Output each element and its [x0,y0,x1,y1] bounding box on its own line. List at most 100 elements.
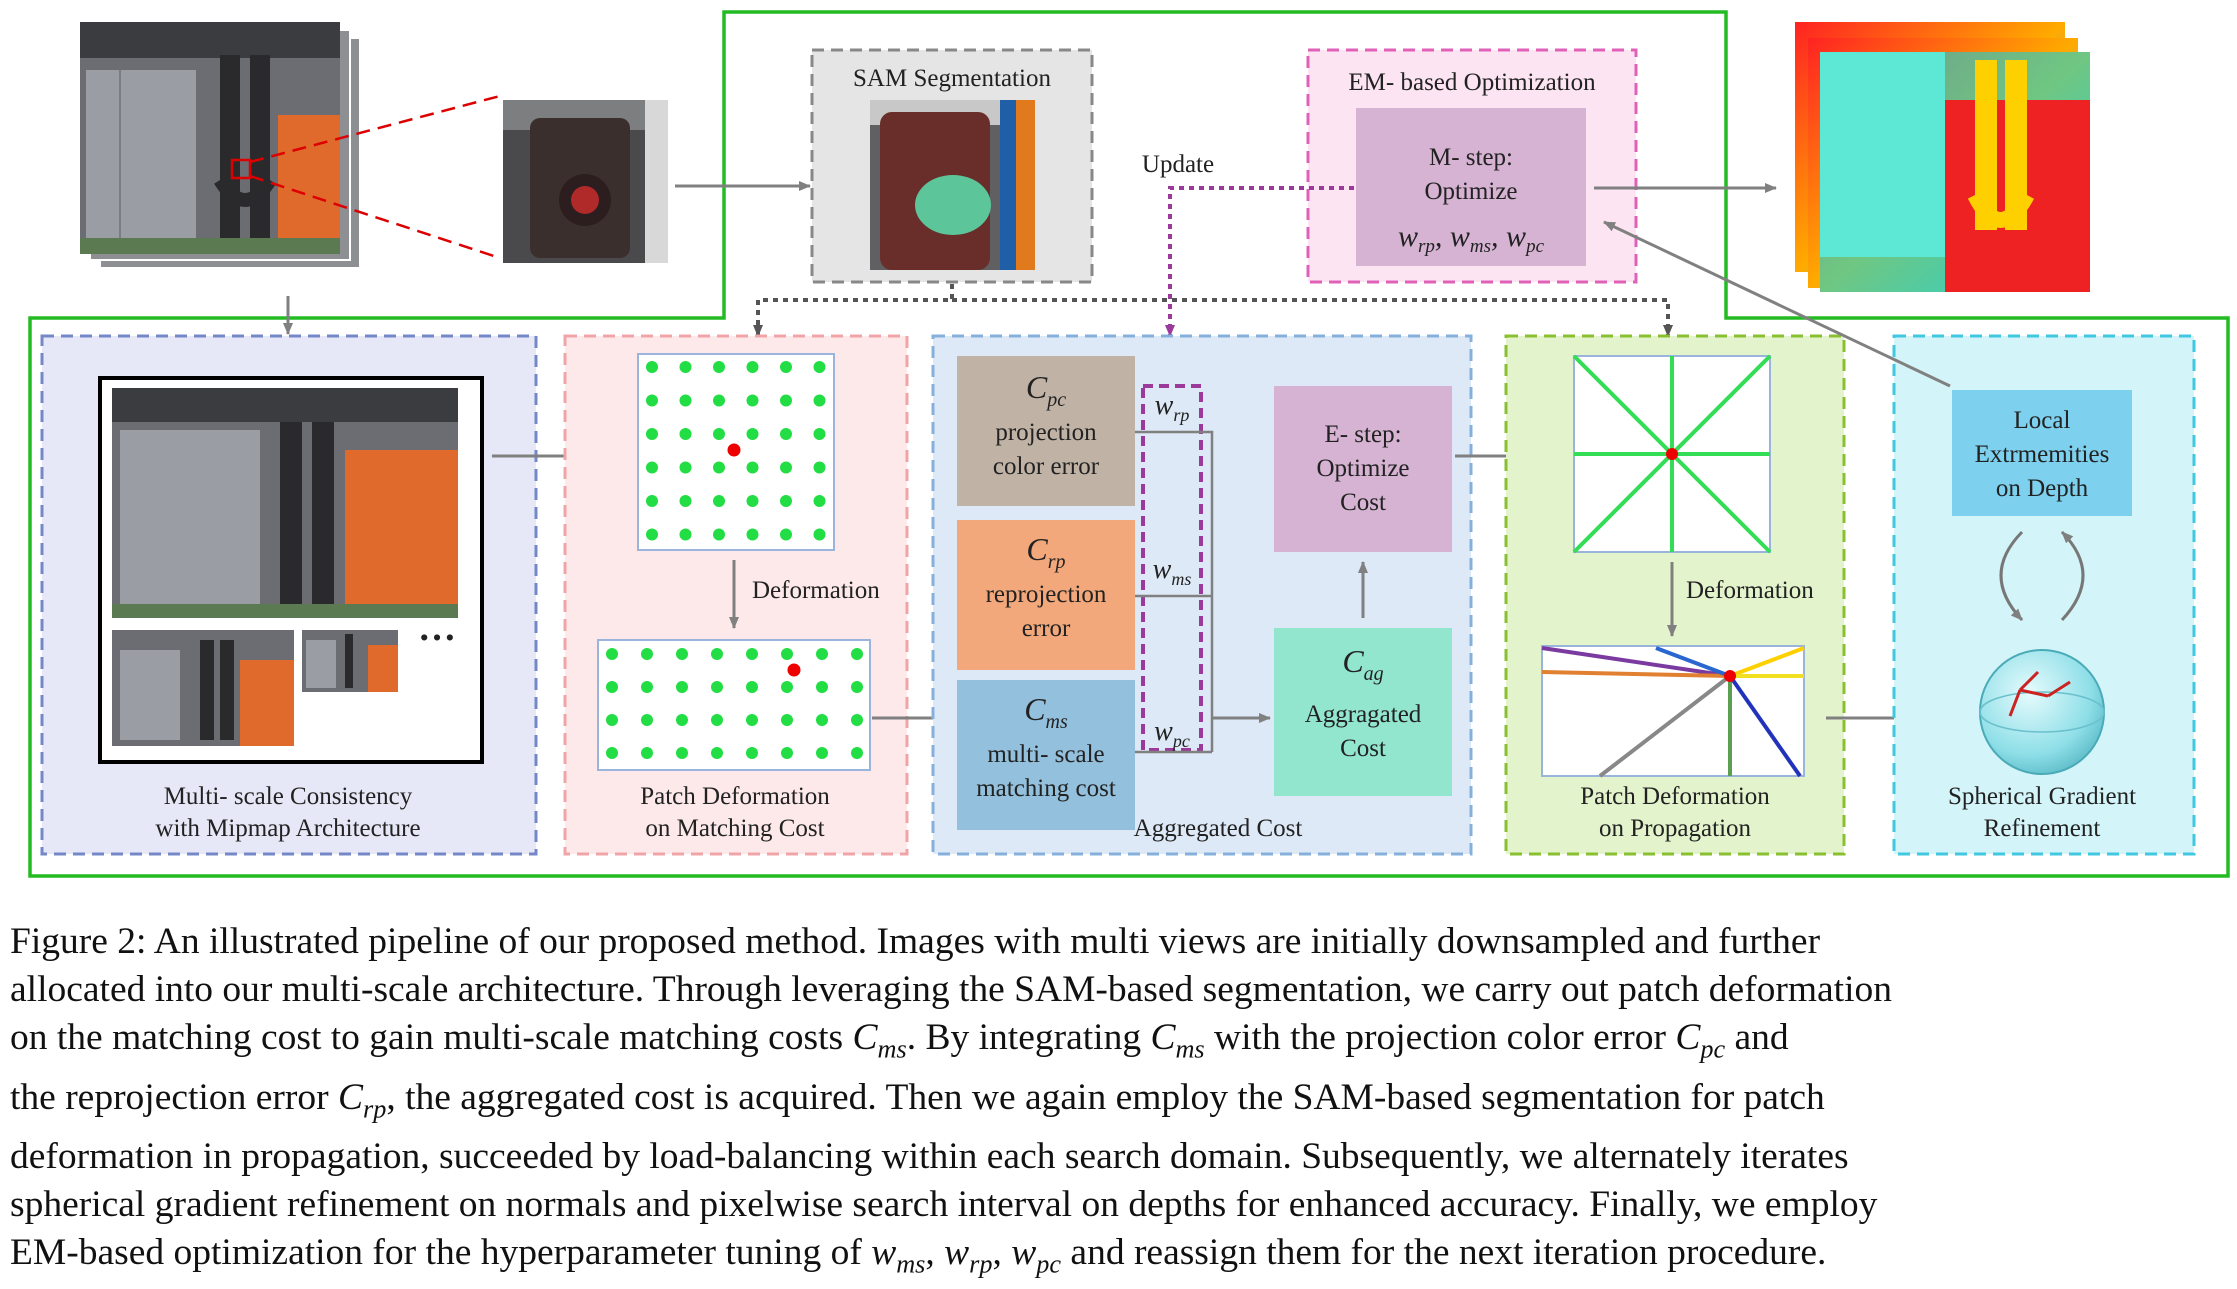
input-photo [80,22,340,254]
grid-dot [780,495,792,507]
grid-dot [816,648,828,660]
deformation-label-2: Deformation [1686,577,1814,604]
grid-dot [813,394,826,407]
cms-box [957,680,1135,830]
local-extremities-line3: on Depth [1996,475,2089,502]
grid-dot [813,361,826,373]
grid-dot [646,394,658,407]
deformed-patch-dots [606,648,863,759]
grid-dot [813,528,826,541]
cpc-label-line1: projection [995,419,1097,446]
grid-dot [713,495,725,507]
caption-line-3: on the matching cost to gain multi-scale… [10,1017,1789,1064]
grid-dot [679,495,692,507]
grid-dot [711,681,723,693]
crp-label-line1: reprojection [986,581,1107,608]
caption-line-1: Figure 2: An illustrated pipeline of our… [10,921,1821,962]
grid-dot [780,461,792,474]
grid-dot [641,648,653,660]
grid-dot [679,428,692,440]
grid-dot [746,361,759,373]
caption-line-7: EM-based optimization for the hyperparam… [10,1232,1827,1279]
cpc-symbol: Cpc [1026,369,1066,411]
grid-dot [646,461,658,474]
grid-dot [746,648,758,660]
grid-dot [679,461,692,474]
grid-dot [679,361,692,373]
green-frame [28,10,2230,878]
em-title: EM- based Optimization [1348,69,1596,96]
grid-dot [780,361,792,373]
grid-dot [606,747,618,759]
grid-dot [746,428,759,440]
caption-line-6: spherical gradient refinement on normals… [10,1184,1878,1225]
patch-cost-caption-line1: Patch Deformation [640,783,830,810]
mipmap-level-2 [302,630,398,692]
cag-label-line1: Aggragated [1305,701,1422,728]
patch-cost-caption-line2: on Matching Cost [645,815,824,842]
cms-symbol: Cms [1024,691,1068,733]
m-step-line2: Optimize [1424,178,1517,205]
em-optimization-block: EM- based Optimization M- step: Optimize… [1306,48,1638,284]
w-pc: wpc [1154,716,1190,751]
grid-dot [606,648,618,660]
sam-segmented-photo [870,100,1035,270]
panel-patch-matching-cost: Deformation Patch Deformation on Matchin… [563,334,909,856]
grid-dot [851,714,863,726]
grid-dot [676,648,688,660]
caption-line-4: the reprojection error Crp, the aggregat… [10,1076,1825,1124]
caption-line-2: allocated into our multi-scale architect… [10,969,1892,1010]
patch-prop-caption-line2: on Propagation [1599,815,1752,842]
e-step-line1: E- step: [1324,421,1401,448]
center-dot [727,443,741,457]
grid-dot [641,681,653,693]
update-label: Update [1142,151,1214,178]
w-ms: wms [1153,554,1192,589]
cycle-arrow-right [2060,530,2085,622]
grid-dot [746,495,759,507]
local-extremities-line1: Local [2014,407,2071,434]
grid-dot [816,747,828,759]
grid-dot [780,528,792,541]
grid-dot [641,747,653,759]
cag-symbol: Cag [1342,643,1383,685]
sam-segmentation-block: SAM Segmentation [810,48,1094,284]
grid-dot [746,461,759,474]
grid-dot [646,361,658,373]
crp-label-line2: error [1022,615,1071,642]
grid-dot [851,747,863,759]
cms-label-line1: multi- scale [987,741,1104,768]
e-step-line2: Optimize [1316,455,1409,482]
cycle-arrow-left [1999,530,2024,622]
mipmap-ellipsis: … [418,607,456,649]
regular-patch-dots [646,361,826,541]
grid-dot [646,495,658,507]
weights-box [1141,384,1203,752]
cag-label-line2: Cost [1340,735,1386,762]
grid-dot [816,714,828,726]
grid-dot [746,714,758,726]
m-step-box [1356,108,1586,266]
deformation-label-1: Deformation [752,577,880,604]
e-step-box [1274,386,1452,552]
deformed-patch-grid [597,639,871,771]
grid-dot [781,648,793,660]
spherical-caption-line1: Spherical Gradient [1948,783,2136,810]
pipeline-figure: SAM Segmentation EM- based Optimization … [28,10,2230,878]
grid-dot [606,681,618,693]
grid-dot [816,681,828,693]
grid-dot [711,747,723,759]
sam-title: SAM Segmentation [853,65,1051,92]
grid-dot [713,528,725,541]
grid-dot [813,428,826,440]
local-extremities-line2: Extrmemities [1975,441,2110,468]
cpc-label-line2: color error [993,453,1100,480]
patch-prop-caption-line1: Patch Deformation [1580,783,1770,810]
input-image-stack [80,22,501,269]
figure-caption: Figure 2: An illustrated pipeline of our… [10,918,2228,1289]
grid-dot [606,714,618,726]
zoomed-crop-photo [503,100,668,263]
grid-dot [746,528,759,541]
panel-multiscale: … Multi- scale Consistency with Mipmap A… [40,334,538,856]
grid-dot [676,714,688,726]
